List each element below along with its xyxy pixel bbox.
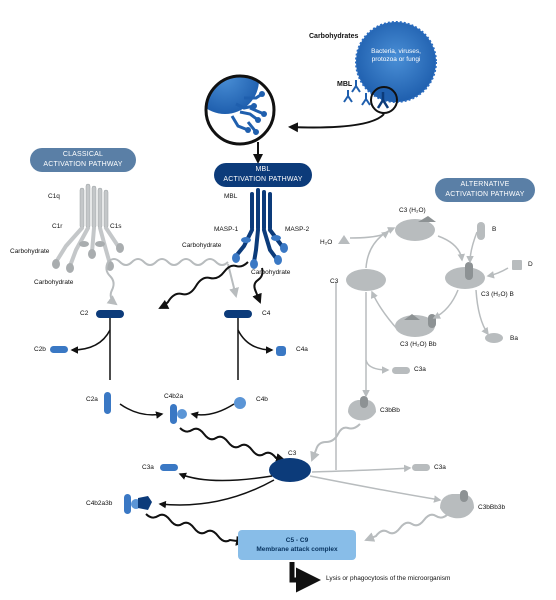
ba-label: Ba <box>510 335 518 342</box>
carbohydrates-label: Carbohydrates <box>309 33 359 40</box>
h2o-label: H₂O <box>320 239 333 246</box>
c2b-shape <box>50 346 68 353</box>
classical-carbohydrate-1: Carbohydrate <box>10 248 50 255</box>
c4b2a-label: C4b2a <box>164 393 184 400</box>
c4a-label: C4a <box>296 346 308 353</box>
c3bbb-to-c3-wave <box>310 423 361 462</box>
mbl-line-2: ACTIVATION PATHWAY <box>223 176 303 183</box>
c3bbb3b-label: C3bBb3b <box>478 504 506 511</box>
microorganism-cell <box>355 21 437 103</box>
mbl-complex <box>232 188 288 269</box>
zoom-circle-mbl <box>204 74 276 146</box>
c3a-mid-label: C3a <box>414 366 426 373</box>
bacteria-line-2: protozoa or fungi <box>371 56 421 63</box>
alternative-shapes <box>338 216 522 519</box>
c3a-left-shape <box>160 464 178 471</box>
classical-line-1: CLASSICAL <box>62 151 104 158</box>
b-label: B <box>492 226 497 233</box>
c4b2a3b-shape <box>124 494 152 514</box>
c1-complex <box>52 183 124 273</box>
c4b-shape <box>234 397 246 409</box>
alternative-line-2: ACTIVATION PATHWAY <box>445 191 525 198</box>
mac-line-1: C5 - C9 <box>285 537 309 544</box>
c1s-label: C1s <box>110 223 122 230</box>
c4-shape <box>224 310 252 318</box>
lysis-arrow <box>289 562 321 593</box>
c4b2a-shape <box>170 404 187 424</box>
small-zoom-circle <box>370 86 398 114</box>
c2b-label: C2b <box>34 346 46 353</box>
c3bbb-label: C3bBb <box>380 407 400 414</box>
mbl-small-icons <box>343 80 371 106</box>
membrane-attack-complex: C5 - C9 Membrane attack complex <box>238 530 356 560</box>
c2-shape <box>96 310 124 318</box>
c4b2a-to-c3-wave <box>179 427 286 463</box>
d-label: D <box>528 261 533 268</box>
mbl-carbohydrate-1: Carbohydrate <box>182 242 222 249</box>
c3h2o-label: C3 (H₂O) <box>399 207 426 214</box>
mbl-complex-label: MBL <box>224 193 238 200</box>
masp1-label: MASP-1 <box>214 226 239 233</box>
masp2-label: MASP-2 <box>285 226 310 233</box>
c1s-to-c2-c4-wave <box>105 258 239 306</box>
microorganism-label: Bacteria, viruses, protozoa or fungi <box>357 48 435 64</box>
c2a-shape <box>104 392 111 414</box>
masp-to-c2-c4-wave <box>158 261 264 309</box>
c3a-left-label: C3a <box>142 464 154 471</box>
classical-line-2: ACTIVATION PATHWAY <box>43 161 123 168</box>
c2-label: C2 <box>80 310 89 317</box>
c4a-shape <box>276 346 286 356</box>
c1r-label: C1r <box>52 223 63 230</box>
classical-pathway-banner: CLASSICAL ACTIVATION PATHWAY <box>30 148 136 172</box>
c3-branch-arrows <box>158 472 275 509</box>
outcome-label: Lysis or phagocytosis of the microorgani… <box>326 575 451 582</box>
classical-carbohydrate-2: Carbohydrate <box>34 279 74 286</box>
mac-line-2: Membrane attack complex <box>256 546 338 553</box>
c4-label: C4 <box>262 310 271 317</box>
alternative-line-1: ALTERNATIVE <box>460 181 510 188</box>
alternative-pathway-banner: ALTERNATIVE ACTIVATION PATHWAY <box>435 178 535 202</box>
c1q-label: C1q <box>48 193 60 200</box>
c3-central-label: C3 <box>288 450 297 457</box>
c4b-label: C4b <box>256 396 268 403</box>
classical-arrows <box>70 318 274 419</box>
mbl-carbohydrate-2: Carbohydrate <box>251 269 291 276</box>
mbl-pathway-banner: MBL ACTIVATION PATHWAY <box>214 163 312 187</box>
c3a-right-label: C3a <box>434 464 446 471</box>
mbl-top-label: MBL <box>337 81 353 88</box>
c4b2a3b-to-mac-wave <box>145 513 246 546</box>
c3-central-shape <box>269 458 311 482</box>
bacteria-line-1: Bacteria, viruses, <box>371 48 421 55</box>
c2a-label: C2a <box>86 396 98 403</box>
mbl-line-1: MBL <box>255 166 271 173</box>
c4b2a3b-label: C4b2a3b <box>86 500 113 507</box>
c3h2ob-label: C3 (H₂O) B <box>481 291 514 298</box>
c3h2obb-label: C3 (H₂O) Bb <box>400 341 437 348</box>
zoom-arrow <box>288 113 385 133</box>
alternative-arrows <box>309 227 509 503</box>
c3-alt-label: C3 <box>330 278 339 285</box>
c3bbb3b-to-mac-wave <box>364 513 449 542</box>
